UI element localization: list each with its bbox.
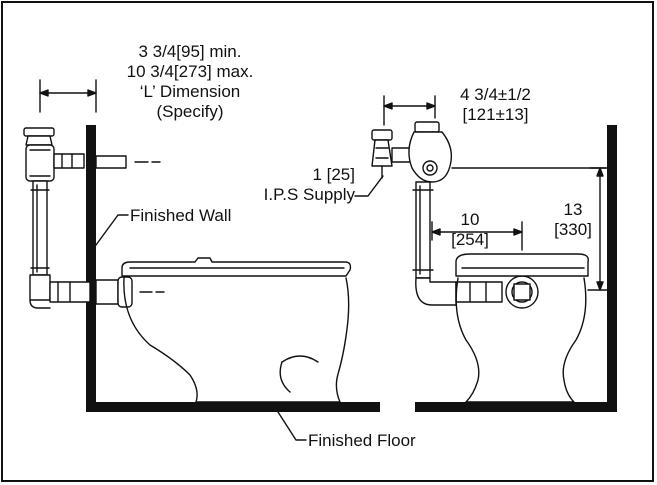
- offset-line2: [121±13]: [462, 105, 529, 124]
- offset-line1: 4 3/4±1/2: [460, 85, 531, 104]
- l-dimension-line1: 3 3/4[95] min.: [138, 42, 242, 61]
- offset-dimension-label: 4 3/4±1/2 [121±13]: [438, 85, 553, 125]
- finished-floor-leader: [277, 411, 307, 441]
- side-view-bowl: [121, 257, 352, 403]
- offset-dimension-line: [383, 95, 436, 126]
- supply-line1: 1 [25]: [312, 165, 355, 184]
- spud-line1: 10: [460, 210, 480, 229]
- spud-dimension-line: [431, 221, 523, 251]
- height-line1: 13: [563, 200, 583, 219]
- side-view-wall: [86, 125, 96, 412]
- supply-label: 1 [25] I.P.S Supply: [210, 165, 355, 205]
- finished-floor-label: Finished Floor: [308, 431, 416, 450]
- l-dimension-line2: 10 3/4[273] max.: [126, 62, 254, 81]
- front-view-floor: [415, 402, 617, 412]
- l-dimension-line: [39, 79, 97, 113]
- height-line2: [330]: [554, 220, 592, 239]
- spud-line2: [254]: [451, 230, 489, 249]
- l-dimension-label: 3 3/4[95] min. 10 3/4[273] max. ‘L’ Dime…: [90, 42, 290, 122]
- front-view-wall: [607, 125, 617, 412]
- height-dimension-line: [587, 167, 609, 291]
- finished-wall-leader: [95, 214, 129, 246]
- front-view-bowl: [455, 253, 589, 403]
- supply-line2: I.P.S Supply: [263, 185, 355, 204]
- l-dimension-line3: ‘L’ Dimension: [139, 82, 241, 101]
- supply-leader: [354, 175, 384, 197]
- side-view-flushometer: [23, 127, 165, 309]
- finished-wall-label: Finished Wall: [130, 206, 232, 225]
- spud-dimension-label: 10 [254]: [440, 210, 500, 250]
- l-dimension-line4: (Specify): [156, 102, 224, 121]
- height-dimension-label: 13 [330]: [548, 200, 598, 240]
- side-view-floor: [86, 402, 380, 412]
